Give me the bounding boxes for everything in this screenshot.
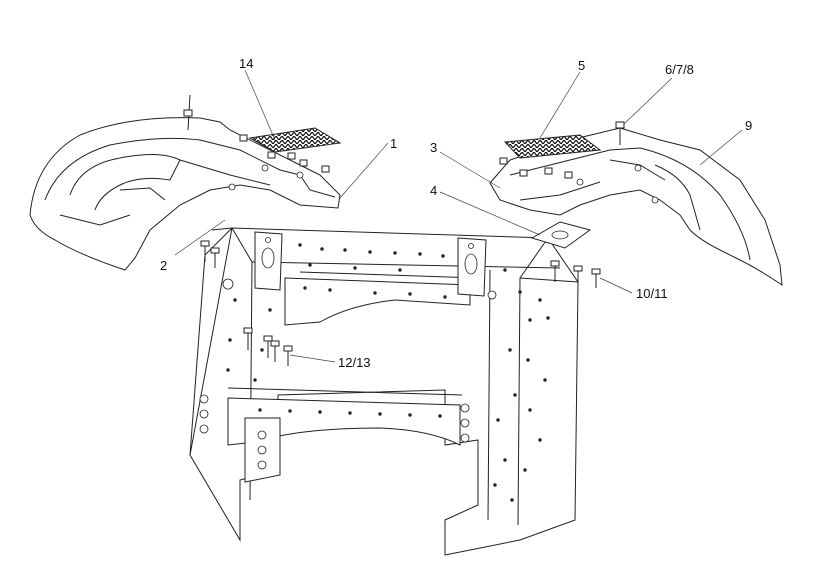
callout-14: 14	[239, 56, 253, 71]
leader-lines	[174, 69, 743, 363]
callout-9: 9	[745, 118, 752, 133]
frame-bolt-holes	[226, 243, 550, 502]
right-fender	[489, 121, 783, 287]
callout-12-13: 12/13	[338, 355, 371, 370]
bolts-2	[200, 240, 220, 268]
bolts-10-11	[550, 260, 601, 288]
chassis-frame	[189, 227, 579, 556]
callout-5: 5	[578, 58, 585, 73]
callout-10-11: 10/11	[636, 286, 668, 301]
callout-4: 4	[430, 183, 437, 198]
callout-6-7-8: 6/7/8	[665, 62, 694, 77]
callout-2: 2	[160, 258, 167, 273]
left-fender	[29, 94, 341, 271]
bolts-12-13	[243, 327, 293, 366]
callout-1: 1	[390, 136, 397, 151]
right-step-mesh	[503, 134, 602, 159]
left-step-mesh	[248, 127, 342, 153]
callout-3: 3	[430, 140, 437, 155]
